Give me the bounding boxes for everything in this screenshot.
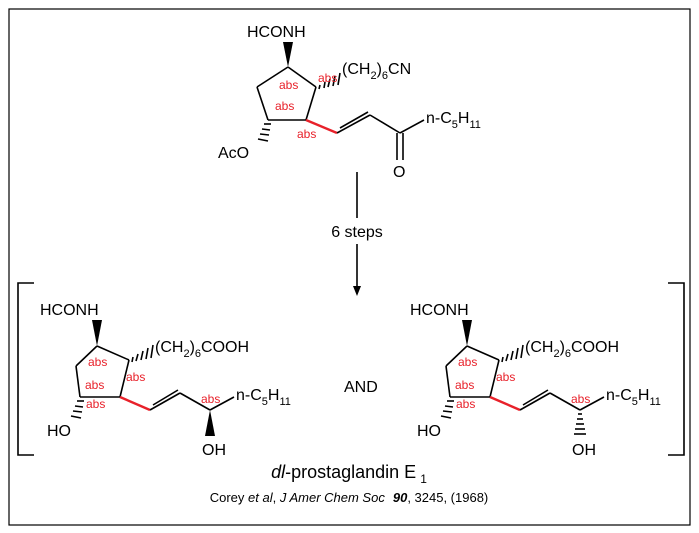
right-hconh-label: HCONH <box>410 302 469 319</box>
stereo-label: abs <box>571 392 590 406</box>
right-pentyl-label: n-C5H11 <box>606 387 661 408</box>
left-chain-label: (CH2)6COOH <box>155 339 249 360</box>
stereo-label: abs <box>275 99 294 113</box>
and-connector: AND <box>344 379 378 396</box>
stereo-label: abs <box>458 355 477 369</box>
stereo-label: abs <box>201 392 220 406</box>
reaction-arrow: 6 steps <box>331 172 383 296</box>
left-chain-hydroxy: OH <box>202 442 226 459</box>
left-hconh-label: HCONH <box>40 302 99 319</box>
top-pentyl-label: n-C5H11 <box>426 110 481 131</box>
right-ring-hydroxy: HO <box>417 423 441 440</box>
frame-border <box>8 8 691 526</box>
stereo-label: abs <box>126 370 145 384</box>
right-chain-label: (CH2)6COOH <box>525 339 619 360</box>
stereo-label: abs <box>318 71 337 85</box>
arrow-label: 6 steps <box>331 224 383 241</box>
starting-material: HCONH (CH2)6CN n-C5H11 O AcO abs abs abs… <box>218 24 481 181</box>
top-chain-label: (CH2)6CN <box>342 61 411 82</box>
product-brackets <box>17 282 685 456</box>
left-ring-hydroxy: HO <box>47 423 71 440</box>
hash-bond-top-chain <box>318 72 341 90</box>
top-hconh-label: HCONH <box>247 24 306 41</box>
stereo-label: abs <box>455 378 474 392</box>
stereo-label: abs <box>496 370 515 384</box>
left-pentyl-label: n-C5H11 <box>236 387 291 408</box>
stereo-label: abs <box>88 355 107 369</box>
hash-bond-top-oac <box>257 123 271 142</box>
stereo-label: abs <box>279 78 298 92</box>
top-oxo-label: O <box>393 164 405 181</box>
stereo-label: abs <box>456 397 475 411</box>
left-isomer: HCONH (CH2)6COOH n-C5H11 HO OH abs abs a… <box>40 302 291 459</box>
right-isomer: HCONH (CH2)6COOH n-C5H11 HO OH abs abs a… <box>410 302 661 459</box>
stereo-label: abs <box>86 397 105 411</box>
stereo-label: abs <box>85 378 104 392</box>
right-chain-hydroxy: OH <box>572 442 596 459</box>
top-acetoxy-label: AcO <box>218 145 249 162</box>
stereo-label: abs <box>297 127 316 141</box>
